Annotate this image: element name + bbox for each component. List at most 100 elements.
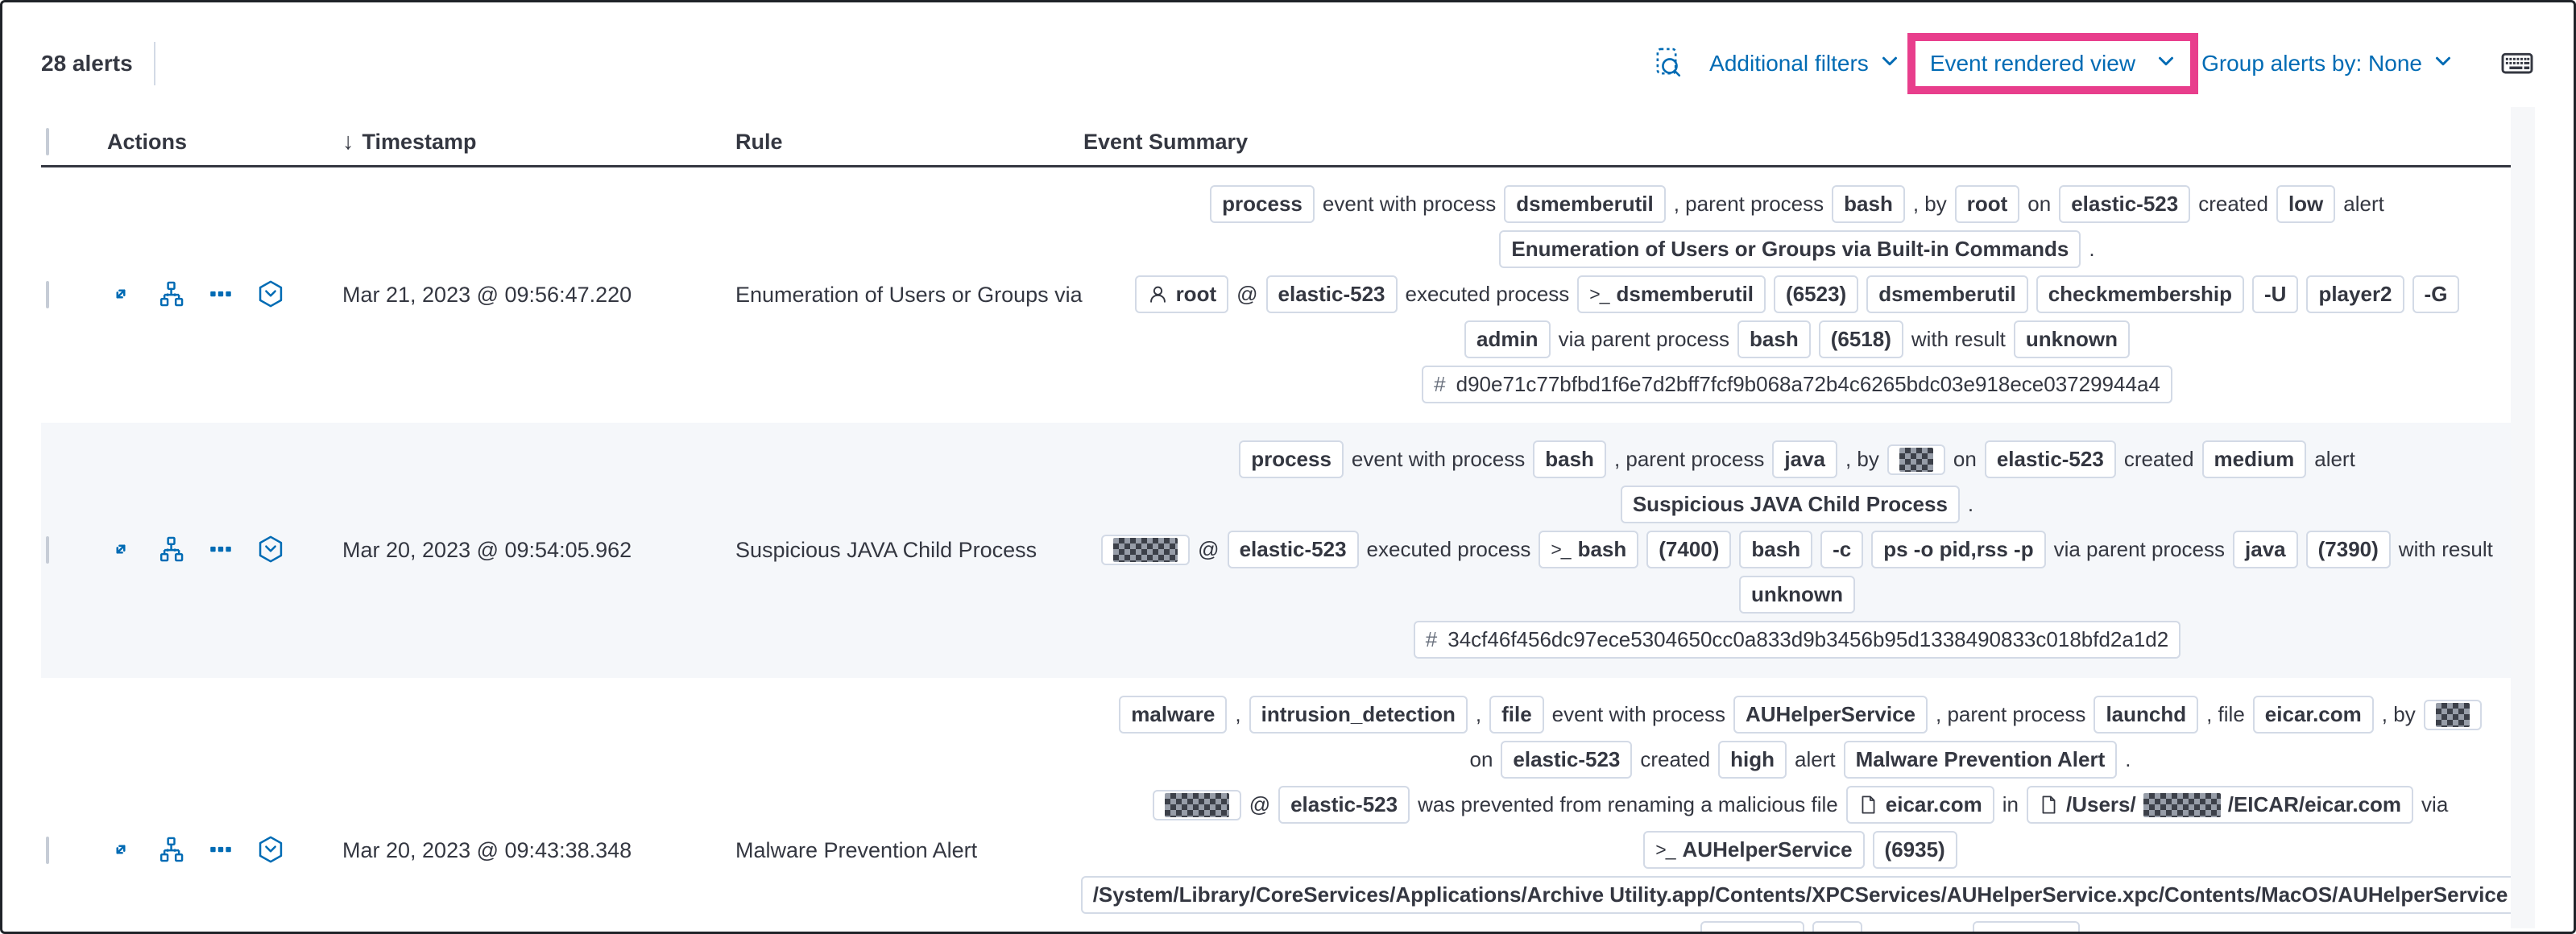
select-all-checkbox[interactable] <box>46 127 49 155</box>
summary-text: executed process <box>1405 282 1570 306</box>
summary-badge[interactable]: eicar.com <box>2252 696 2374 734</box>
summary-badge[interactable]: intrusion_detection <box>1249 696 1468 734</box>
session-view-button[interactable] <box>256 535 285 566</box>
summary-badge[interactable]: unknown <box>2013 320 2130 358</box>
summary-badge[interactable]: root <box>1134 275 1229 313</box>
summary-badge[interactable]: elastic-523 <box>1265 275 1398 313</box>
summary-badge[interactable]: AUHelperService <box>1733 696 1928 734</box>
more-actions-button[interactable] <box>207 535 234 565</box>
summary-badge[interactable]: (1) <box>1812 921 1863 932</box>
summary-badge[interactable]: low <box>2276 185 2336 223</box>
summary-badge[interactable]: (6523) <box>1774 275 1859 313</box>
summary-badge[interactable]: /System/Library/CoreServices/Application… <box>1080 876 2520 914</box>
summary-text: alert <box>2314 447 2355 471</box>
expand-alert-button[interactable] <box>107 280 135 310</box>
analyzer-button[interactable] <box>156 279 185 311</box>
summary-badge[interactable]: /Users//EICAR/eicar.com <box>2027 786 2414 824</box>
redacted-pixelation <box>1164 792 1229 817</box>
redacted-badge[interactable] <box>1152 789 1241 820</box>
group-alerts-button[interactable]: Group alerts by: None <box>2201 51 2453 76</box>
inspect-button[interactable] <box>1651 46 1685 82</box>
summary-badge[interactable]: -U <box>2252 275 2299 313</box>
summary-badge[interactable]: launchd <box>2094 696 2199 734</box>
summary-badge[interactable]: java <box>1772 440 1837 478</box>
summary-badge[interactable]: Suspicious JAVA Child Process <box>1620 486 1960 523</box>
redacted-badge[interactable] <box>1886 444 1945 475</box>
analyzer-button[interactable] <box>156 835 185 866</box>
summary-badge[interactable]: elastic-523 <box>1227 531 1359 568</box>
scrollbar-track[interactable] <box>2511 107 2535 928</box>
summary-badge[interactable]: eicar.com <box>1845 786 1994 824</box>
summary-badge[interactable]: elastic-523 <box>1501 741 1633 779</box>
header-timestamp[interactable]: ↓ Timestamp <box>342 128 477 155</box>
summary-badge[interactable]: file <box>1489 696 1544 734</box>
summary-badge[interactable]: medium <box>2201 440 2307 478</box>
actions-cell <box>107 535 342 566</box>
summary-badge[interactable]: checkmembership <box>2036 275 2245 313</box>
summary-badge[interactable]: bash <box>1737 320 1811 358</box>
summary-badge[interactable]: -G <box>2412 275 2460 313</box>
session-view-button[interactable] <box>256 835 285 866</box>
rule-cell[interactable]: Enumeration of Users or Groups via Bui <box>735 283 1083 307</box>
more-actions-button[interactable] <box>207 836 234 866</box>
keyboard-shortcuts-button[interactable] <box>2499 47 2535 81</box>
boxes-horizontal-icon <box>207 280 234 310</box>
summary-badge[interactable]: unknown <box>1738 576 1856 614</box>
summary-text: @ <box>1236 282 1258 306</box>
summary-text: @ <box>1249 792 1271 816</box>
summary-badge[interactable]: success <box>1973 921 2080 932</box>
expand-alert-button[interactable] <box>107 535 135 565</box>
session-view-button[interactable] <box>256 279 285 311</box>
row-checkbox[interactable] <box>46 837 49 864</box>
summary-badge[interactable]: process <box>1239 440 1344 478</box>
summary-badge[interactable]: Malware Prevention Alert <box>1843 741 2118 779</box>
summary-badge[interactable]: bash <box>1739 531 1813 568</box>
summary-badge[interactable]: malware <box>1119 696 1228 734</box>
summary-badge[interactable]: (6518) <box>1818 320 1903 358</box>
summary-badge[interactable]: (7390) <box>2305 531 2391 568</box>
terminal-icon: >_ <box>1655 839 1675 861</box>
summary-badge[interactable]: Enumeration of Users or Groups via Built… <box>1499 230 2081 268</box>
summary-badge[interactable]: (7400) <box>1646 531 1732 568</box>
alerts-toolbar: 28 alerts Additional filters <box>2 2 2574 114</box>
summary-badge[interactable]: admin <box>1464 320 1551 358</box>
summary-badge[interactable]: -c <box>1820 531 1864 568</box>
summary-text: . <box>1967 492 1974 516</box>
terminal-icon: >_ <box>1551 539 1571 560</box>
summary-badge[interactable]: root <box>1954 185 2020 223</box>
summary-badge[interactable]: player2 <box>2306 275 2404 313</box>
redacted-badge[interactable] <box>2423 699 2482 730</box>
summary-badge[interactable]: >_dsmemberutil <box>1577 275 1766 313</box>
summary-badge[interactable]: (6935) <box>1872 831 1957 869</box>
expand-alert-button[interactable] <box>107 836 135 866</box>
view-selector-button[interactable]: Event rendered view <box>1930 51 2176 76</box>
summary-badge[interactable]: java <box>2233 531 2298 568</box>
more-actions-button[interactable] <box>207 280 234 310</box>
summary-badge[interactable]: ps -o pid,rss -p <box>1871 531 2046 568</box>
summary-badge[interactable]: >_bash <box>1539 531 1639 568</box>
analyzer-button[interactable] <box>156 535 185 566</box>
alert-row: Mar 20, 2023 @ 09:43:38.348 Malware Prev… <box>41 678 2520 932</box>
summary-badge[interactable]: dsmemberutil <box>1504 185 1666 223</box>
summary-badge[interactable]: high <box>1718 741 1787 779</box>
row-checkbox[interactable] <box>46 281 49 308</box>
summary-badge[interactable]: dsmemberutil <box>1866 275 2028 313</box>
summary-badge[interactable]: process <box>1210 185 1315 223</box>
summary-text: . <box>2089 237 2095 261</box>
row-checkbox[interactable] <box>46 536 49 564</box>
summary-badge[interactable]: bash <box>1533 440 1606 478</box>
additional-filters-button[interactable]: Additional filters <box>1709 51 1899 76</box>
summary-badge[interactable]: elastic-523 <box>2059 185 2191 223</box>
summary-badge[interactable]: launchd <box>1700 921 1805 932</box>
summary-badge[interactable]: >_AUHelperService <box>1643 831 1865 869</box>
summary-badge[interactable]: bash <box>1832 185 1905 223</box>
summary-badge[interactable]: #d90e71c77bfbd1f6e7d2bff7fcf9b068a72b4c6… <box>1422 366 2172 403</box>
rule-cell[interactable]: Suspicious JAVA Child Process <box>735 538 1037 562</box>
summary-badge[interactable]: elastic-523 <box>1278 786 1410 824</box>
summary-badge[interactable]: #34cf46f456dc97ece5304650cc0a833d9b3456b… <box>1413 621 2181 659</box>
redacted-badge[interactable] <box>1101 534 1191 565</box>
summary-badge[interactable]: elastic-523 <box>1984 440 2116 478</box>
redacted-pixelation <box>1899 447 1933 472</box>
rule-cell[interactable]: Malware Prevention Alert <box>735 838 978 862</box>
